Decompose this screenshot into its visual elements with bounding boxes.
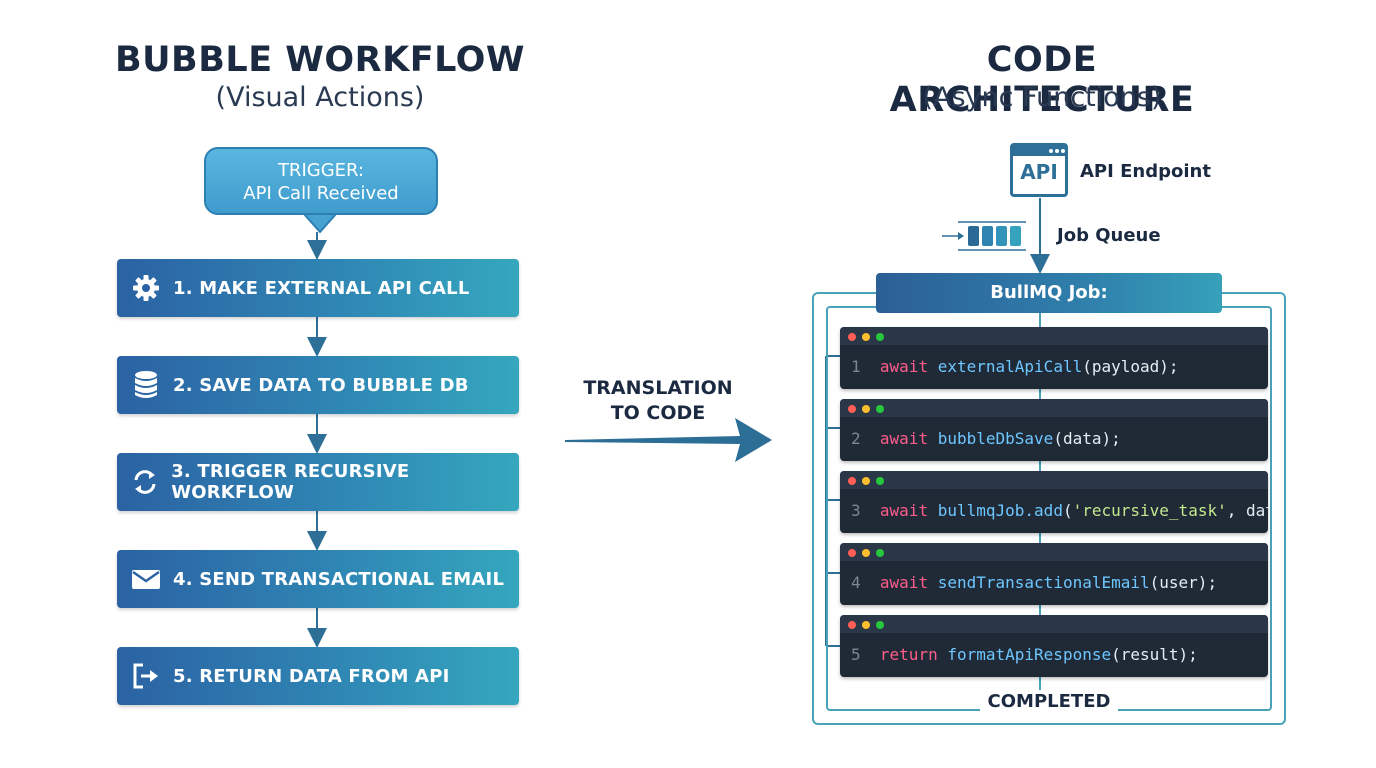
left-title: BUBBLE WORKFLOW (114, 40, 526, 80)
code-block-5: 5 return formatApiResponse(result); (840, 615, 1268, 677)
trigger-line2: API Call Received (243, 183, 399, 204)
step-3-label: 3. TRIGGER RECURSIVE WORKFLOW (171, 461, 410, 503)
database-icon (129, 368, 163, 402)
step-4-label: 4. SEND TRANSACTIONAL EMAIL (173, 568, 505, 590)
step-3: 3. TRIGGER RECURSIVE WORKFLOW (117, 453, 519, 511)
api-icon-text: API (1020, 160, 1058, 184)
exit-icon (129, 659, 163, 693)
job-queue-label: Job Queue (1057, 225, 1161, 246)
code-line-5: 5 return formatApiResponse(result); (851, 645, 1198, 664)
completed-label: COMPLETED (980, 690, 1118, 714)
code-block-2: 2 await bubbleDbSave(data); (840, 399, 1268, 461)
step-2-label: 2. SAVE DATA TO BUBBLE DB (173, 374, 469, 396)
right-subtitle: (Async Functions) (922, 82, 1162, 113)
translation-line2: TO CODE (610, 402, 706, 424)
envelope-icon (129, 562, 163, 596)
translation-arrow (565, 418, 772, 462)
api-icon: API (1010, 143, 1068, 197)
code-line-2: 2 await bubbleDbSave(data); (851, 429, 1121, 448)
refresh-icon (129, 465, 161, 499)
code-block-4: 4 await sendTransactionalEmail(user); (840, 543, 1268, 605)
code-block-1: 1 await externalApiCall(payload); (840, 327, 1268, 389)
step-1-label: 1. MAKE EXTERNAL API CALL (173, 277, 470, 299)
queue-icon (942, 221, 1026, 251)
right-title: CODE ARCHITECTURE (889, 40, 1195, 120)
gear-icon (129, 271, 163, 305)
job-header: BullMQ Job: process_external_event (876, 273, 1222, 343)
code-block-3: 3 await bullmqJob.add('recursive_task', … (840, 471, 1268, 533)
step-5: 5. RETURN DATA FROM API (117, 647, 519, 705)
code-line-1: 1 await externalApiCall(payload); (851, 357, 1179, 376)
code-line-3: 3 await bullmqJob.add('recursive_task', … (851, 501, 1268, 520)
step-1: 1. MAKE EXTERNAL API CALL (117, 259, 519, 317)
trigger-bubble: TRIGGER: API Call Received (204, 147, 438, 215)
left-subtitle: (Visual Actions) (215, 82, 425, 113)
api-endpoint-label: API Endpoint (1080, 161, 1211, 182)
code-line-4: 4 await sendTransactionalEmail(user); (851, 573, 1218, 592)
step-2: 2. SAVE DATA TO BUBBLE DB (117, 356, 519, 414)
step-5-label: 5. RETURN DATA FROM API (173, 665, 450, 687)
translation-line1: TRANSLATION (583, 377, 733, 399)
step-4: 4. SEND TRANSACTIONAL EMAIL (117, 550, 519, 608)
translation-label: TRANSLATION TO CODE (568, 376, 748, 426)
trigger-line1: TRIGGER: (277, 160, 365, 181)
